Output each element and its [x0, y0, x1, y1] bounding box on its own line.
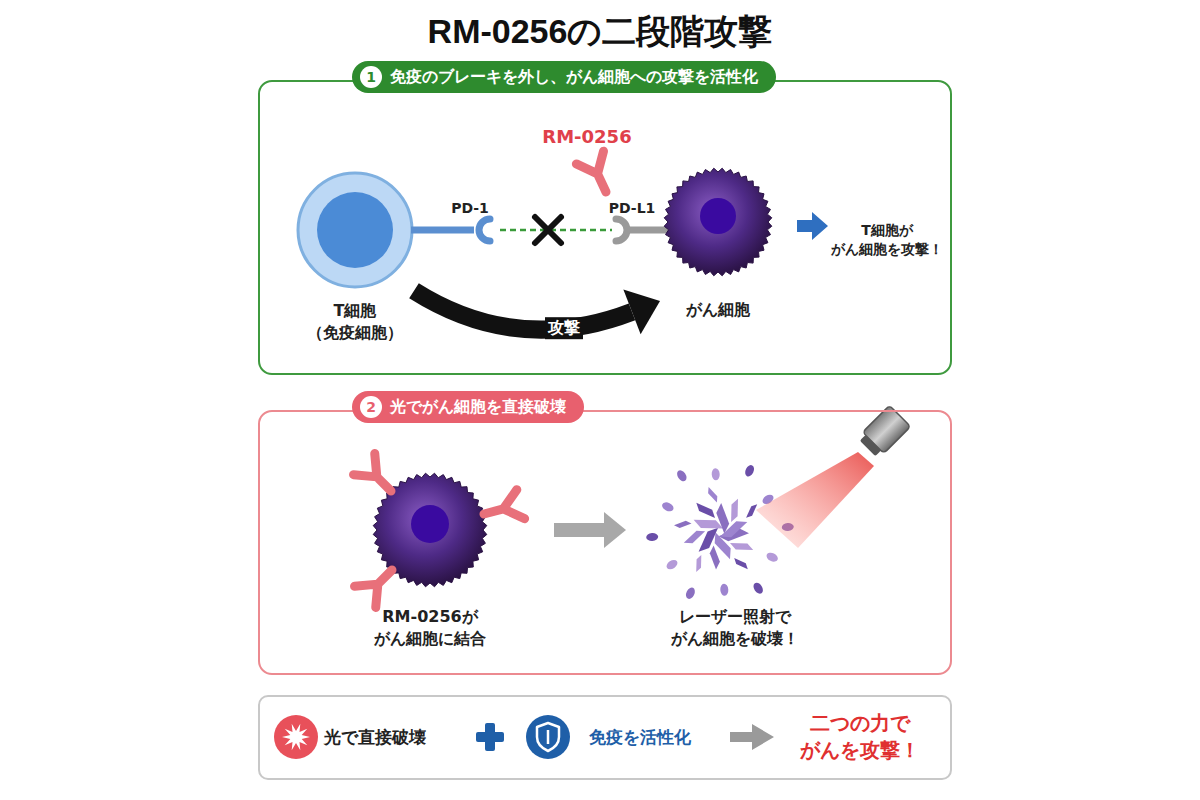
burst-symbol	[282, 724, 310, 751]
result-note: T細胞が がん細胞を攻撃！	[820, 221, 955, 259]
ligand-name: PD-L1	[609, 199, 656, 218]
step-panel: 1免疫のブレーキを外し、がん細胞への攻撃を活性化T細胞 （免疫細胞）がん細胞	[258, 80, 952, 375]
step-number: 2	[360, 396, 382, 418]
result-arrow	[730, 724, 774, 750]
destroy-icon	[274, 715, 318, 759]
node-text: 光で直接破壊	[324, 726, 426, 749]
laser-beam	[756, 452, 874, 548]
pdl1-receptor	[616, 219, 670, 241]
cancer-cell	[664, 168, 772, 276]
diagram-title: RM-0256の二段階攻撃	[428, 9, 773, 55]
step-heading: 免疫のブレーキを外し、がん細胞への攻撃を活性化	[390, 67, 758, 88]
shield-icon	[526, 715, 570, 759]
step-heading: 光でがん細胞を直接破壊	[390, 397, 566, 418]
node-text: がん細胞	[686, 299, 750, 321]
receptor-name: PD-1	[451, 199, 489, 218]
cancer-cell: がん細胞	[662, 165, 774, 325]
summary-box: 光で直接破壊 免疫を活性化 二つの力で がんを攻撃！	[258, 695, 952, 780]
immune-cell: T細胞 （免疫細胞）	[298, 170, 412, 345]
node-text: 二つの力で がんを攻撃！	[790, 710, 930, 764]
destroyed-cell	[646, 464, 794, 601]
node-text: T細胞 （免疫細胞）	[295, 300, 415, 343]
laser-device	[857, 405, 911, 459]
bound-cell: RM-0256が がん細胞に結合	[322, 462, 550, 654]
blocked-binding	[500, 229, 612, 232]
destroyed-cell: レーザー照射で がん細胞を破壊！	[630, 462, 840, 654]
node-text: RM-0256が がん細胞に結合	[365, 606, 495, 649]
antibody	[354, 454, 402, 502]
pd1-receptor	[411, 219, 490, 241]
result-arrow	[797, 212, 828, 240]
header-tab: 2 光でがん細胞を直接破壊	[352, 391, 584, 423]
t-cell	[298, 173, 412, 287]
antibody	[480, 490, 524, 529]
block-cross	[535, 217, 561, 243]
node-text: レーザー照射で がん細胞を破壊！	[660, 606, 810, 649]
connector-arrow	[414, 289, 660, 334]
step-number: 1	[360, 66, 382, 88]
step-panel: 2光でがん細胞を直接破壊RM-0256が がん細胞に結合レーザー照射で がん細胞…	[258, 410, 952, 675]
antibody	[576, 151, 619, 198]
antibody	[355, 559, 403, 607]
header-tab: 1 免疫のブレーキを外し、がん細胞への攻撃を活性化	[352, 61, 776, 93]
node-text: 免疫を活性化	[589, 726, 691, 749]
antibody-name: RM-0256	[542, 125, 631, 149]
connector-arrow	[554, 512, 626, 548]
connector-label: 攻撃	[545, 318, 583, 340]
plus-symbol	[476, 723, 504, 751]
